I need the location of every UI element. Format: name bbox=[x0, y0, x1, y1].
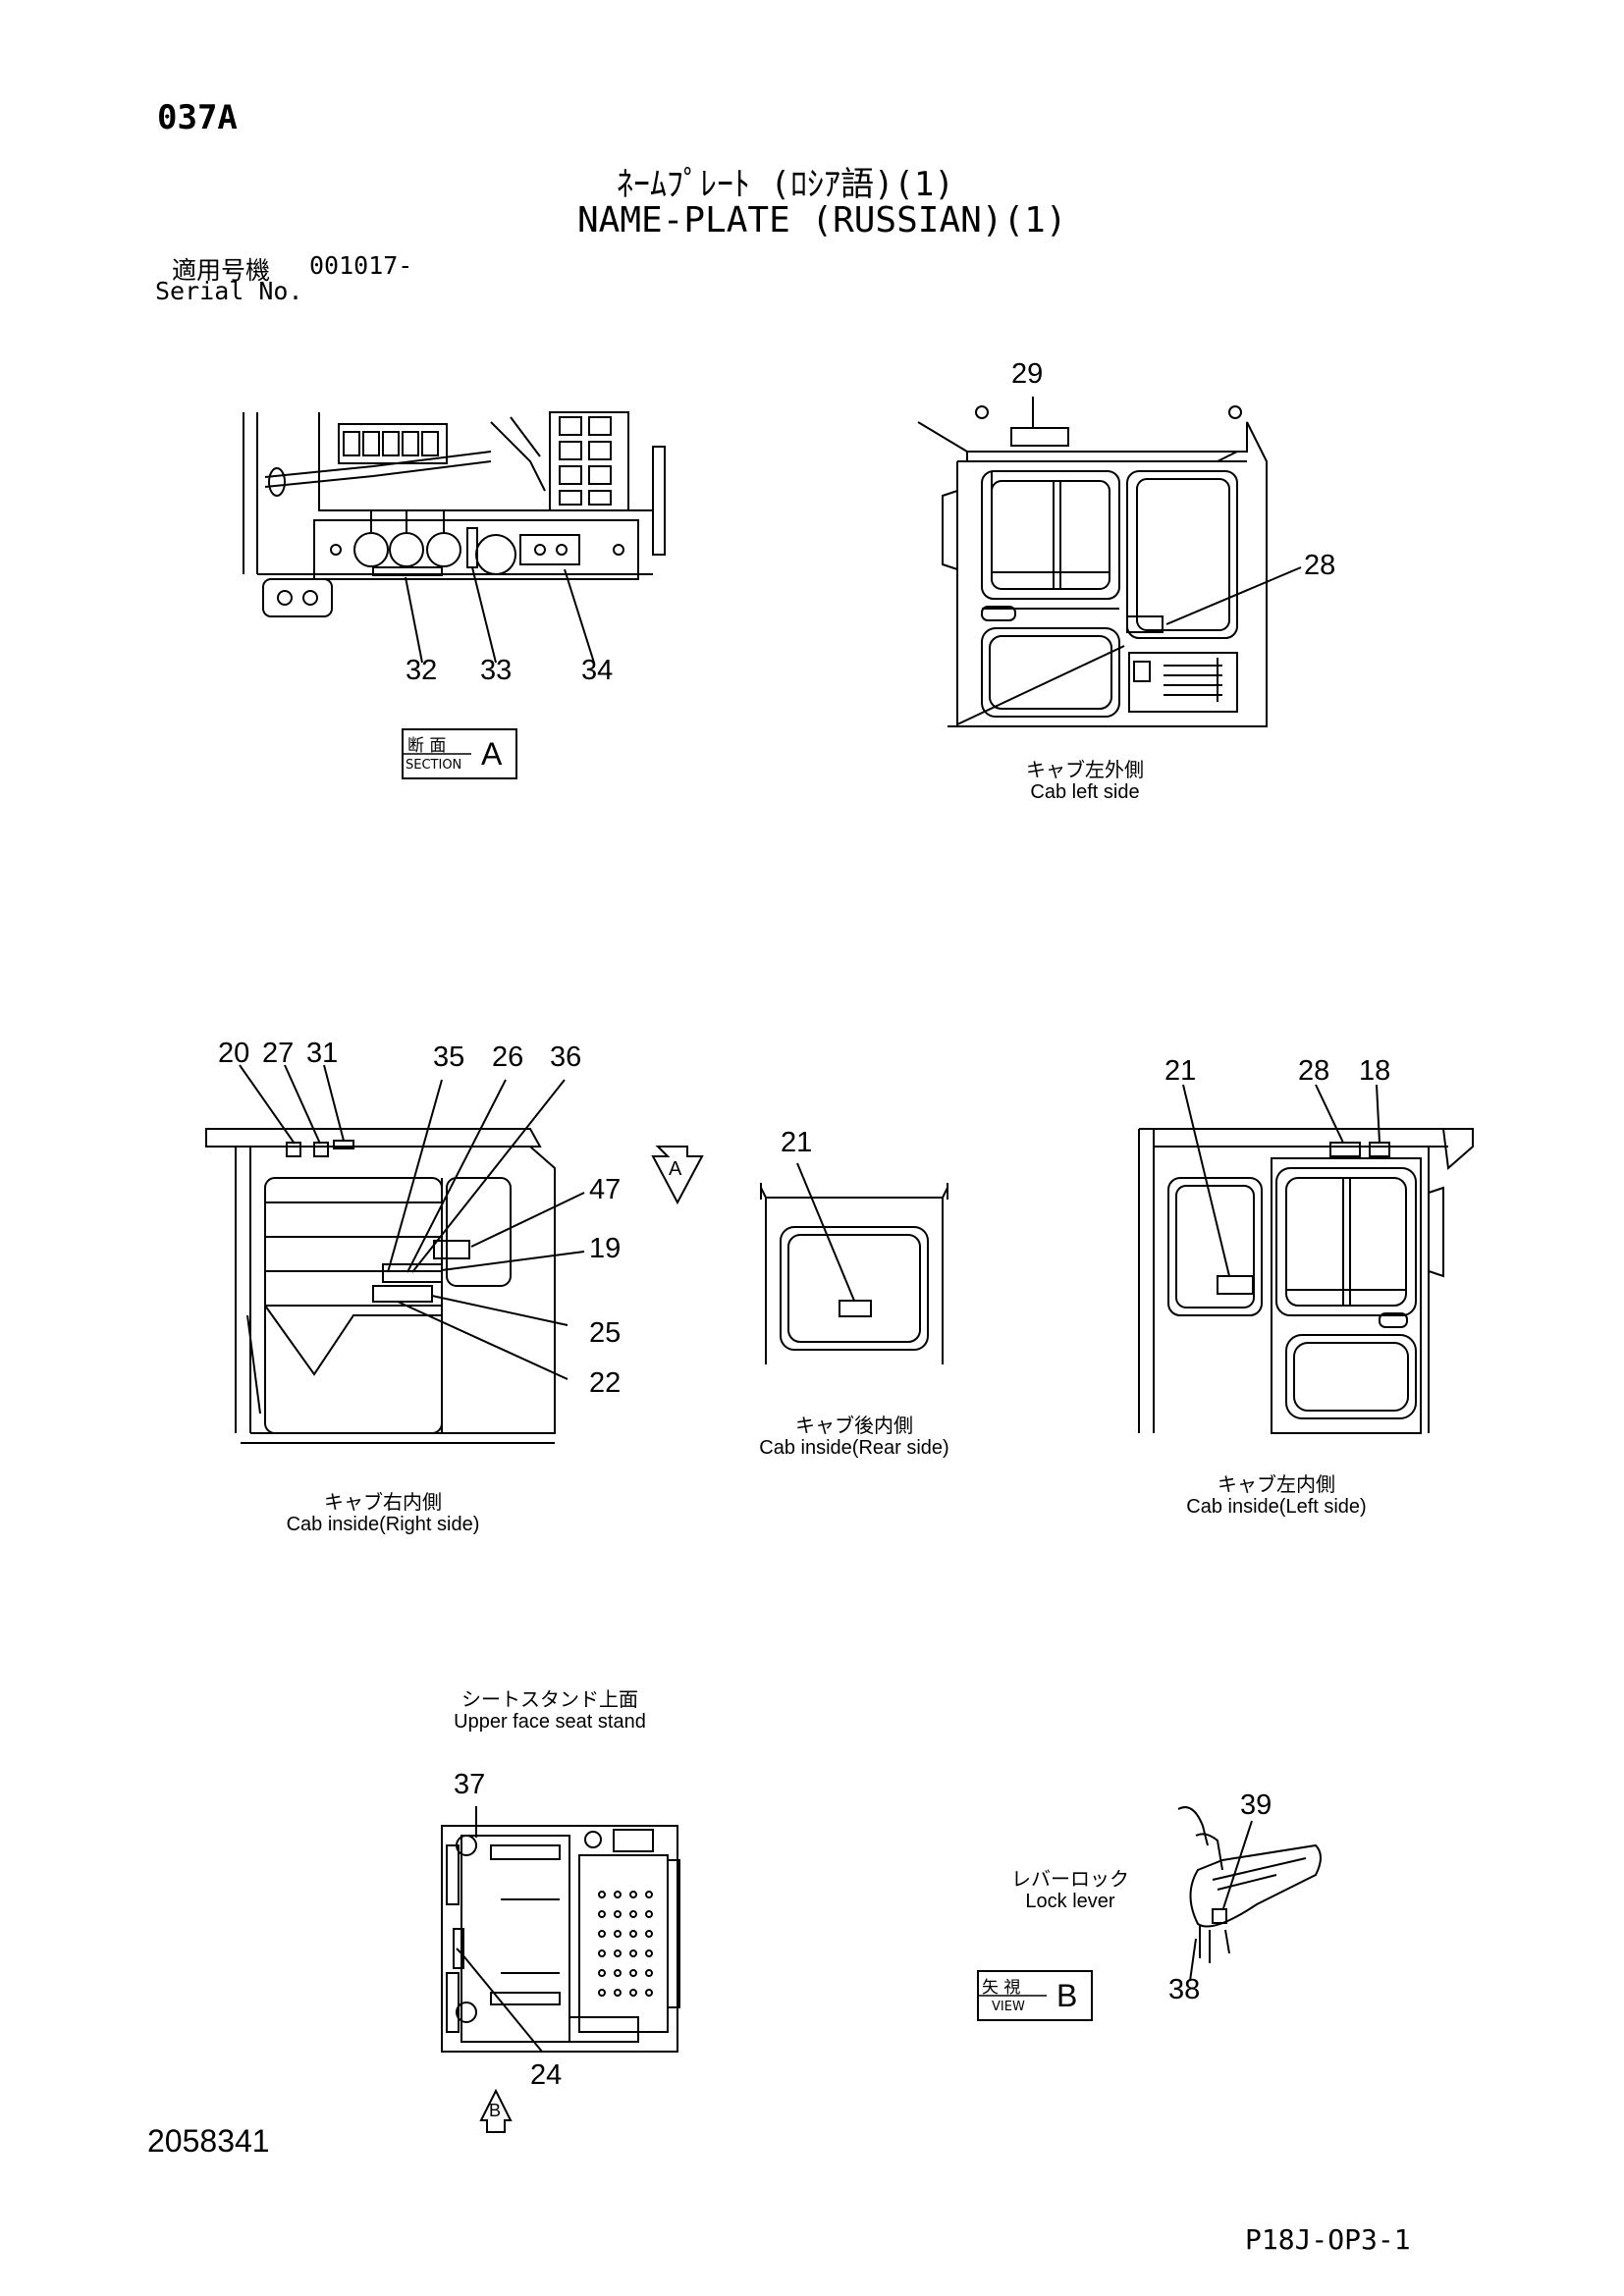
callout-29: 29 bbox=[1011, 358, 1044, 390]
cab-inside-right-caption-jp: キャブ右内側 bbox=[324, 1490, 442, 1514]
lock-lever-caption-jp: レバーロック bbox=[1011, 1867, 1129, 1891]
callout-25: 25 bbox=[589, 1317, 622, 1349]
callout-26: 26 bbox=[492, 1041, 524, 1073]
view-arrow-letter: B bbox=[489, 2101, 502, 2120]
callout-20: 20 bbox=[218, 1038, 250, 1069]
callout-22: 22 bbox=[589, 1367, 622, 1399]
view-tag-english: VIEW bbox=[992, 2000, 1025, 2014]
callout-37: 37 bbox=[454, 1769, 486, 1800]
callout-34: 34 bbox=[581, 655, 614, 686]
seat-stand-caption-en: Upper face seat stand bbox=[454, 1711, 646, 1733]
callout-38: 38 bbox=[1168, 1974, 1201, 2005]
serial-label-japanese: 適用号機 bbox=[172, 256, 271, 285]
seat-stand-caption-jp: シートスタンド上面 bbox=[461, 1687, 638, 1711]
callout-28-left: 28 bbox=[1298, 1055, 1330, 1087]
callout-18: 18 bbox=[1359, 1055, 1391, 1087]
section-tag-english: SECTION bbox=[406, 758, 462, 773]
callout-35: 35 bbox=[433, 1041, 465, 1073]
callout-21-left: 21 bbox=[1164, 1055, 1197, 1087]
title-english: NAME-PLATE (RUSSIAN)(1) bbox=[577, 200, 1067, 240]
sheet-code: P18J-OP3-1 bbox=[1245, 2223, 1411, 2256]
callout-27: 27 bbox=[262, 1038, 295, 1069]
section-tag-letter: A bbox=[481, 736, 503, 772]
callout-24: 24 bbox=[530, 2059, 563, 2091]
page-code: 037A bbox=[157, 98, 238, 137]
callout-32: 32 bbox=[406, 655, 438, 686]
callout-21-rear: 21 bbox=[781, 1127, 813, 1158]
callout-47: 47 bbox=[589, 1174, 622, 1205]
lock-lever-caption-en: Lock lever bbox=[1025, 1891, 1115, 1912]
serial-label-english: Serial No. bbox=[155, 277, 303, 305]
cab-inside-left-caption-jp: キャブ左内側 bbox=[1218, 1472, 1335, 1496]
lock-lever-drawing bbox=[977, 1806, 1322, 2021]
serial-value: 001017- bbox=[309, 251, 413, 280]
cab-inside-rear-caption-en: Cab inside(Rear side) bbox=[759, 1437, 949, 1459]
callout-36: 36 bbox=[550, 1041, 582, 1073]
cab-inside-right-caption-en: Cab inside(Right side) bbox=[286, 1514, 480, 1535]
cab-inside-left-drawing bbox=[1138, 1084, 1474, 1434]
cab-left-side-caption-en: Cab left side bbox=[1030, 781, 1140, 803]
cab-inside-right-drawing bbox=[205, 1064, 585, 1444]
view-tag-japanese: 矢 視 bbox=[982, 1978, 1021, 1998]
view-tag-letter: B bbox=[1056, 1978, 1078, 2013]
callout-28: 28 bbox=[1304, 550, 1336, 581]
section-arrow-a bbox=[651, 1146, 704, 1205]
callout-31: 31 bbox=[306, 1038, 339, 1069]
seat-stand-drawing bbox=[441, 1806, 680, 2053]
callout-39: 39 bbox=[1240, 1789, 1272, 1821]
section-arrow-letter: A bbox=[669, 1158, 682, 1180]
title-japanese: ﾈｰﾑﾌﾟﾚｰﾄ (ﾛｼｱ語)(1) bbox=[617, 165, 954, 204]
cab-left-side-caption-jp: キャブ左外側 bbox=[1026, 758, 1144, 781]
cab-inside-rear-drawing bbox=[760, 1162, 948, 1364]
cab-inside-left-caption-en: Cab inside(Left side) bbox=[1186, 1496, 1367, 1518]
section-a-drawing bbox=[243, 411, 666, 779]
document-number: 2058341 bbox=[147, 2123, 270, 2159]
cab-left-side-drawing bbox=[917, 397, 1302, 727]
callout-33: 33 bbox=[480, 655, 513, 686]
callout-19: 19 bbox=[589, 1233, 622, 1264]
view-arrow-b bbox=[479, 2088, 513, 2133]
cab-inside-rear-caption-jp: キャブ後内側 bbox=[795, 1414, 913, 1437]
section-tag-japanese: 断 面 bbox=[407, 736, 447, 756]
